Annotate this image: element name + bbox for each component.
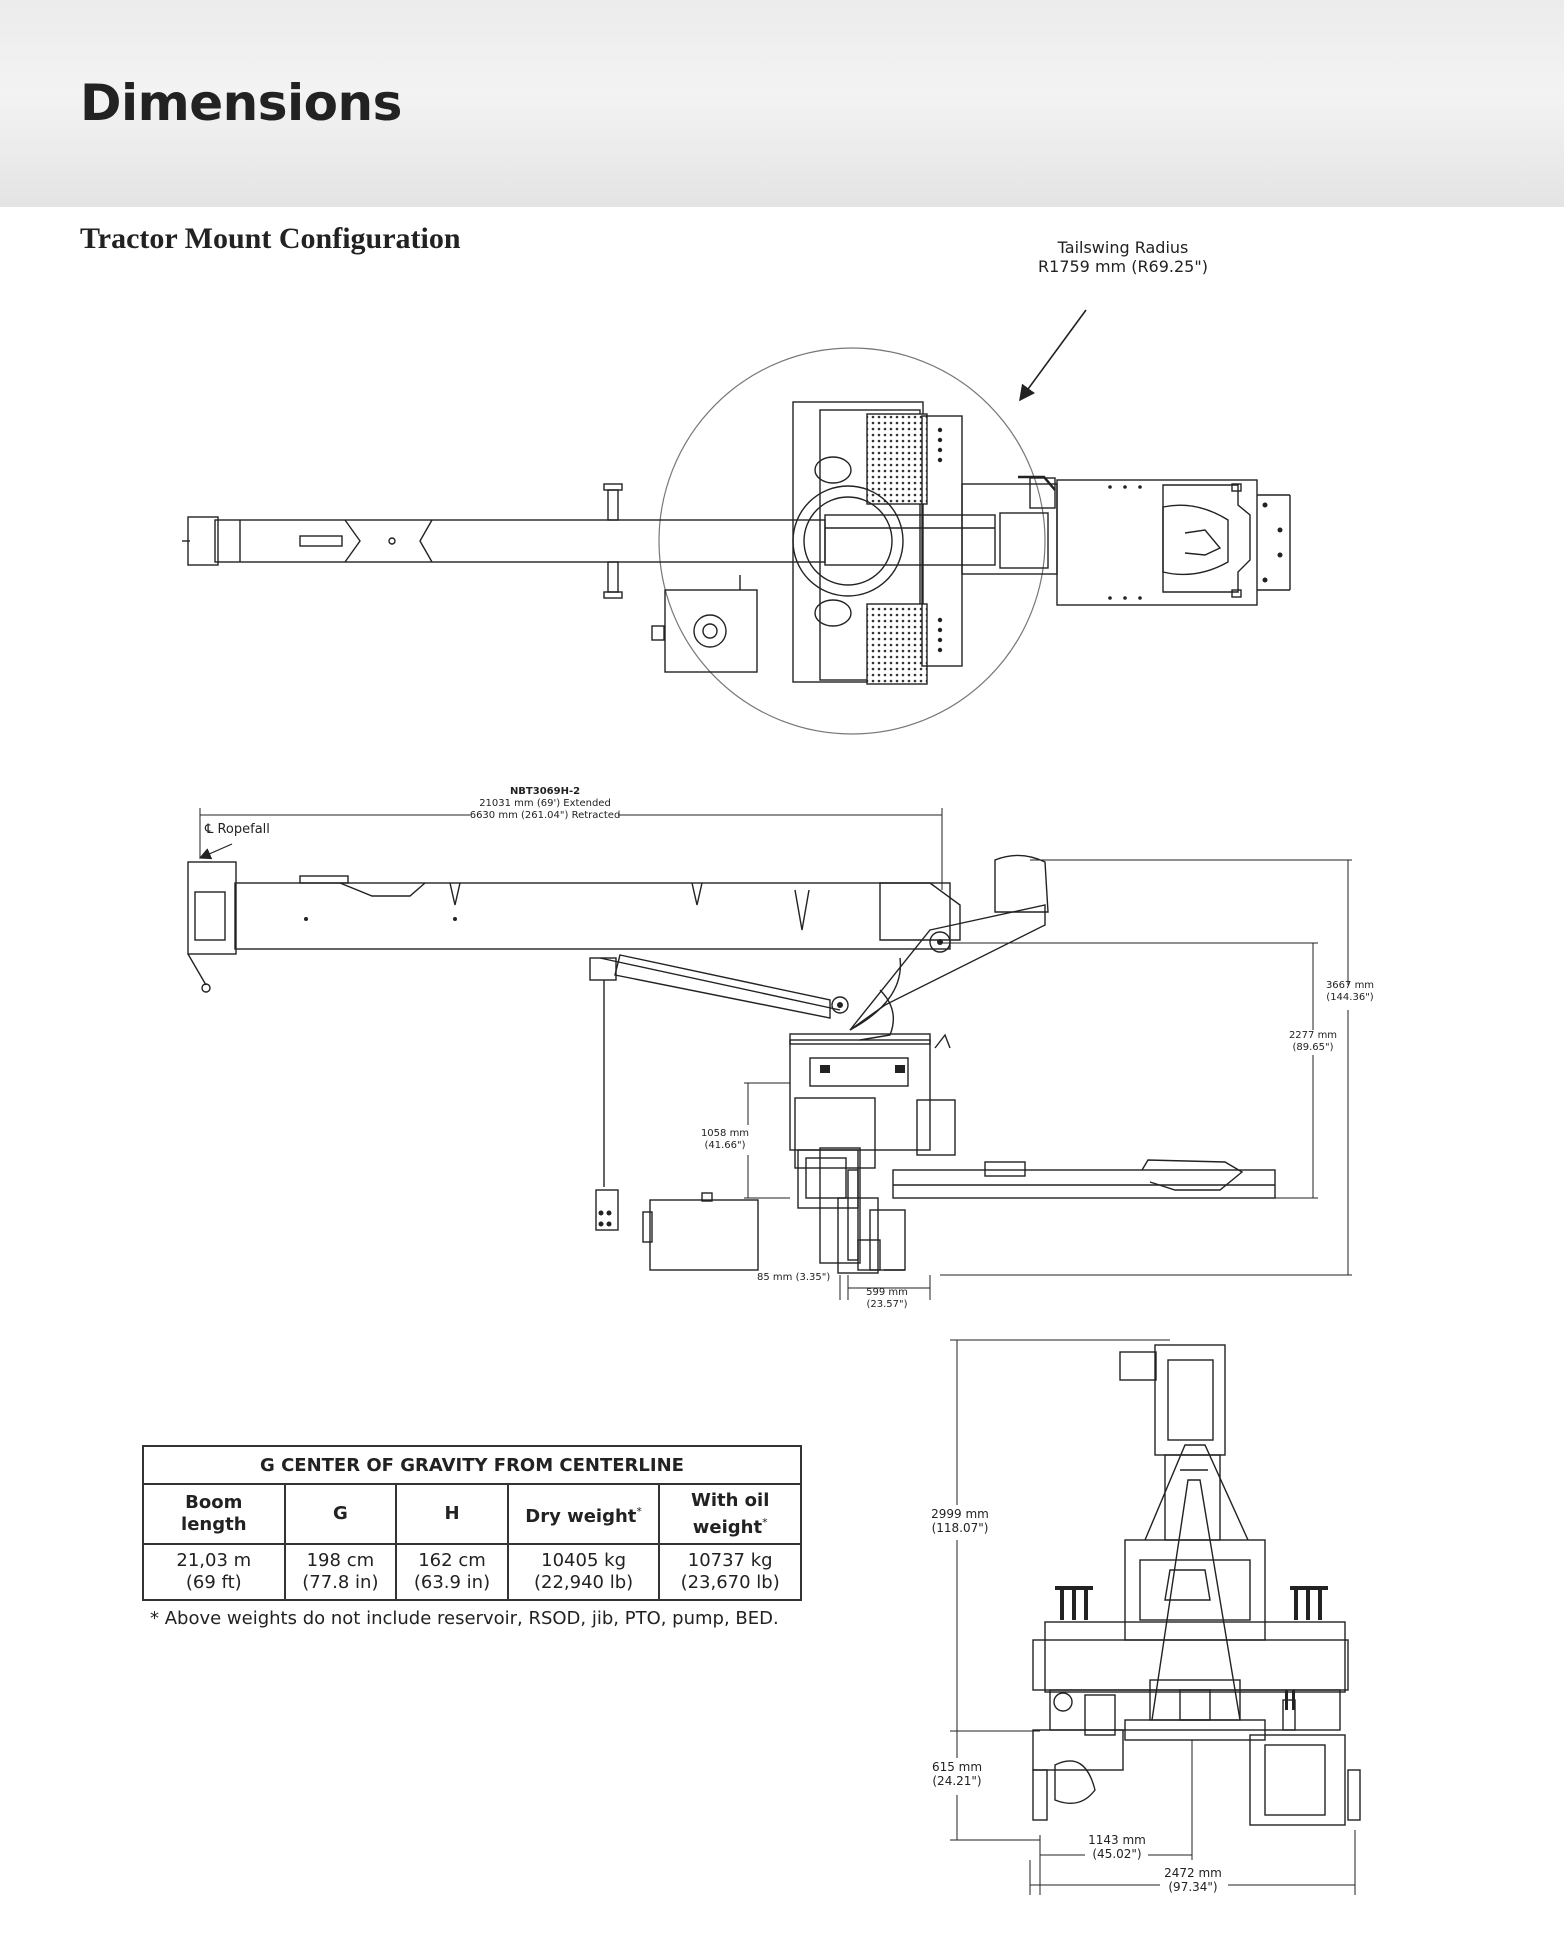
header-h: H bbox=[395, 1483, 509, 1545]
rear-view-drawing bbox=[950, 1339, 1361, 1895]
retracted-length: 6630 mm (261.04") Retracted bbox=[469, 810, 621, 821]
dim-1143: 1143 mm (45.02") bbox=[1082, 1833, 1152, 1861]
dim-1143-mm: 1143 mm bbox=[1088, 1833, 1146, 1847]
dim-3667-in: (144.36") bbox=[1326, 992, 1374, 1003]
cell-dry-weight: 10405 kg (22,940 lb) bbox=[506, 1543, 661, 1601]
cell-dry-weight-imperial: (22,940 lb) bbox=[533, 1572, 634, 1593]
dim-615-in: (24.21") bbox=[932, 1774, 982, 1788]
dim-2472: 2472 mm (97.34") bbox=[1158, 1866, 1228, 1894]
header-oil-weight-line2: weight bbox=[692, 1516, 763, 1538]
dim-1058: 1058 mm (41.66") bbox=[690, 1128, 760, 1152]
tailswing-title: Tailswing Radius bbox=[1057, 238, 1189, 257]
page-title: Dimensions bbox=[80, 74, 402, 132]
cell-h-imperial: (63.9 in) bbox=[413, 1572, 491, 1593]
header-boom-length-line1: Boom bbox=[185, 1492, 243, 1513]
extended-length: 21031 mm (69') Extended bbox=[479, 798, 611, 809]
boom-length-label: NBT3069H-2 21031 mm (69') Extended 6630 … bbox=[445, 786, 645, 822]
dim-85: 85 mm (3.35") bbox=[757, 1272, 831, 1283]
header-banner bbox=[0, 0, 1564, 207]
dim-2999: 2999 mm (118.07") bbox=[922, 1507, 998, 1535]
top-view-drawing bbox=[182, 309, 1291, 735]
header-oil-weight: With oil weight* bbox=[658, 1483, 802, 1545]
dim-2472-in: (97.34") bbox=[1168, 1880, 1218, 1894]
cell-g-metric: 198 cm bbox=[306, 1550, 375, 1571]
dim-599: 599 mm (23.57") bbox=[852, 1287, 922, 1311]
dim-3667: 3667 mm (144.36") bbox=[1315, 980, 1385, 1004]
side-view-details bbox=[304, 917, 943, 1227]
header-dry-weight-asterisk: * bbox=[636, 1504, 642, 1518]
header-g: G bbox=[283, 1483, 398, 1545]
dim-615: 615 mm (24.21") bbox=[922, 1760, 992, 1788]
dim-2277-in: (89.65") bbox=[1292, 1042, 1334, 1053]
tailswing-label: Tailswing Radius R1759 mm (R69.25") bbox=[1018, 238, 1228, 276]
cell-boom-length: 21,03 m (69 ft) bbox=[142, 1543, 286, 1601]
dim-1143-in: (45.02") bbox=[1092, 1847, 1142, 1861]
dim-2277-mm: 2277 mm bbox=[1288, 1030, 1338, 1041]
tailswing-value: R1759 mm (R69.25") bbox=[1038, 257, 1208, 276]
cell-boom-length-imperial: (69 ft) bbox=[185, 1572, 242, 1593]
cell-h-metric: 162 cm bbox=[418, 1550, 486, 1571]
cog-table: G CENTER OF GRAVITY FROM CENTERLINE Boom… bbox=[142, 1445, 802, 1601]
cell-g: 198 cm (77.8 in) bbox=[283, 1543, 398, 1601]
dim-2472-mm: 2472 mm bbox=[1164, 1866, 1222, 1880]
weights-footnote: * Above weights do not include reservoir… bbox=[150, 1608, 779, 1629]
header-dry-weight: Dry weight* bbox=[506, 1483, 661, 1545]
dim-1058-in: (41.66") bbox=[704, 1140, 746, 1151]
cell-oil-weight: 10737 kg (23,670 lb) bbox=[658, 1543, 802, 1601]
dim-2999-in: (118.07") bbox=[931, 1521, 989, 1535]
cell-dry-weight-metric: 10405 kg bbox=[541, 1550, 626, 1571]
dim-2277: 2277 mm (89.65") bbox=[1278, 1030, 1348, 1054]
section-title: Tractor Mount Configuration bbox=[80, 222, 461, 255]
header-oil-weight-line1: With oil bbox=[690, 1489, 770, 1511]
side-view-drawing bbox=[187, 808, 1352, 1300]
ropefall-label: ℄ Ropefall bbox=[205, 822, 270, 837]
table-header-row: Boom length G H Dry weight* With oil wei… bbox=[142, 1483, 802, 1545]
cell-oil-weight-metric: 10737 kg bbox=[687, 1550, 773, 1571]
dim-2999-mm: 2999 mm bbox=[931, 1507, 989, 1521]
cell-boom-length-metric: 21,03 m bbox=[176, 1550, 252, 1571]
dim-599-in: (23.57") bbox=[866, 1299, 908, 1310]
cell-g-imperial: (77.8 in) bbox=[302, 1572, 379, 1593]
header-dry-weight-text: Dry weight bbox=[525, 1505, 637, 1527]
table-caption: G CENTER OF GRAVITY FROM CENTERLINE bbox=[142, 1445, 802, 1485]
dim-615-mm: 615 mm bbox=[931, 1760, 983, 1774]
top-view-details bbox=[937, 427, 1283, 653]
dim-599-mm: 599 mm bbox=[866, 1287, 908, 1298]
header-boom-length: Boom length bbox=[142, 1483, 286, 1545]
rear-view-details bbox=[1055, 1586, 1328, 1710]
dim-3667-mm: 3667 mm bbox=[1325, 980, 1375, 991]
table-row: 21,03 m (69 ft) 198 cm (77.8 in) 162 cm … bbox=[142, 1543, 802, 1601]
dim-1058-mm: 1058 mm bbox=[700, 1128, 750, 1139]
model-label: NBT3069H-2 bbox=[509, 786, 581, 797]
header-boom-length-line2: length bbox=[181, 1514, 247, 1535]
header-oil-weight-asterisk: * bbox=[762, 1515, 768, 1529]
cell-oil-weight-imperial: (23,670 lb) bbox=[680, 1572, 780, 1593]
table-caption-row: G CENTER OF GRAVITY FROM CENTERLINE bbox=[142, 1445, 802, 1485]
cell-h: 162 cm (63.9 in) bbox=[395, 1543, 509, 1601]
